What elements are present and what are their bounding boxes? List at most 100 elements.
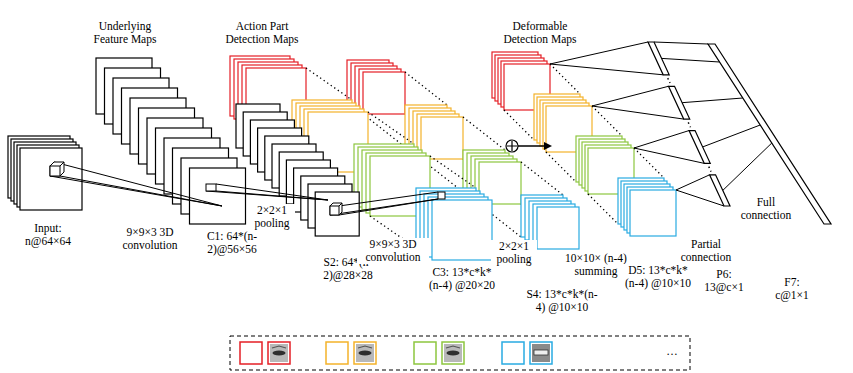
eye-picture (359, 350, 372, 355)
detection-map (630, 190, 676, 236)
kernel-cube-back (50, 162, 64, 176)
operation-label: 2×2×1 pooling (491, 240, 537, 266)
feature-map (20, 148, 82, 210)
partial-connection-line (550, 64, 663, 75)
layer-label: Input: n@64×64 (16, 222, 80, 248)
sum-arrowhead (544, 142, 552, 150)
kernel-cube (50, 162, 64, 176)
p6-segment (689, 131, 710, 164)
legend-ellipsis: … (666, 345, 678, 358)
legend-color-square (414, 342, 436, 364)
layer-label: D5: 13*c*k*(n-4) @10×10 (622, 264, 694, 290)
projection-line (54, 162, 222, 206)
ellipsis-dots (668, 78, 670, 83)
feature-map-stack (236, 104, 359, 236)
projection-line (339, 192, 438, 206)
kernel-cube-back (330, 203, 342, 215)
kernel-cube-edge (60, 162, 64, 166)
legend-color-square (502, 342, 524, 364)
ellipsis-dots (306, 68, 352, 100)
face-patch (444, 344, 462, 362)
ellipsis-dots (546, 152, 576, 182)
full-connection-line (723, 143, 772, 190)
full-connection-line (662, 58, 720, 62)
partial-connection-line (592, 106, 684, 119)
layer-heading: Deformable Detection Maps (500, 20, 580, 46)
feature-map-stack (96, 58, 246, 224)
partial-connection-line (676, 175, 710, 190)
partial-connection-line (634, 148, 704, 163)
detection-map-stack (492, 52, 676, 236)
ellipsis-dots (550, 64, 580, 94)
legend-illustration (230, 336, 690, 370)
kernel-cube (330, 203, 342, 215)
p6-segment (710, 175, 730, 206)
ellipsis-dots (521, 162, 563, 195)
ellipsis-dots (634, 148, 664, 178)
p6-segment (669, 86, 690, 119)
mouth-picture (534, 350, 548, 355)
ellipsis-dots (592, 106, 622, 136)
projection-lines (50, 42, 772, 215)
f7-bar (708, 44, 831, 224)
layer-heading: Action Part Detection Maps (222, 20, 302, 46)
projection-line (206, 191, 328, 200)
detection-map (363, 72, 405, 114)
legend-color-square (326, 342, 348, 364)
ellipsis-dots (504, 110, 534, 140)
eye-picture (273, 350, 286, 355)
sum-plus (507, 141, 517, 151)
layer-heading: Underlying Feature Maps (85, 20, 165, 46)
brow-picture (358, 346, 372, 348)
sum-circle (506, 140, 518, 152)
ellipsis-dots (588, 194, 618, 224)
kernel-cube-edge (339, 203, 342, 206)
ellipsis-dots (368, 112, 414, 144)
feature-map (315, 192, 359, 236)
operation-label: Partial connection (675, 238, 737, 264)
legend-face-frame (442, 342, 464, 364)
detection-map (421, 117, 463, 159)
operation-label: 9×9×3 3D convolution (357, 238, 429, 264)
projection-line (50, 176, 222, 206)
brow-picture (272, 346, 286, 348)
operation-label: 2×2×1 pooling (249, 204, 295, 230)
ellipsis-dots (430, 156, 476, 188)
ellipsis-dots (463, 117, 505, 150)
projection-line (330, 199, 438, 215)
full-connection-line (682, 98, 743, 103)
operation-label: Full connection (735, 196, 797, 222)
full-connection-line (703, 125, 761, 147)
kernel-cube-front (50, 166, 60, 176)
legend-box (230, 336, 690, 370)
vector-bars (648, 42, 831, 224)
legend-face-frame (354, 342, 376, 364)
legend-face-frame (530, 342, 552, 364)
full-connection-line (654, 42, 708, 44)
projection-line (216, 184, 328, 200)
detection-map (537, 207, 579, 249)
target-patch (438, 192, 445, 199)
layer-label: S4: 13*c*k*(n-4) @10×10 (526, 288, 598, 314)
face-patch (532, 344, 550, 362)
ellipsis-dots (688, 122, 690, 127)
sum-symbol (506, 140, 552, 152)
layer-label: C1: 64*(n-2)@56×56 (188, 230, 276, 256)
detection-map-stack (230, 56, 492, 260)
ellipsis-dots (363, 114, 405, 147)
detection-map (432, 200, 492, 260)
eye-picture (447, 350, 460, 355)
face-patch (356, 344, 374, 362)
partial-connection-line (634, 131, 689, 148)
legend-color-square (240, 342, 262, 364)
layer-label: C3: 13*c*k*(n-4) @20×20 (426, 266, 498, 292)
partial-connection-line (676, 190, 724, 206)
sum-arrow (518, 145, 546, 147)
layer-label: F7: c@1×1 (772, 276, 812, 302)
operation-label: 9×9×3 3D convolution (114, 226, 186, 252)
brow-picture (446, 346, 460, 348)
layer-label: P6: 13@c×1 (699, 268, 749, 294)
feature-map (190, 168, 246, 224)
